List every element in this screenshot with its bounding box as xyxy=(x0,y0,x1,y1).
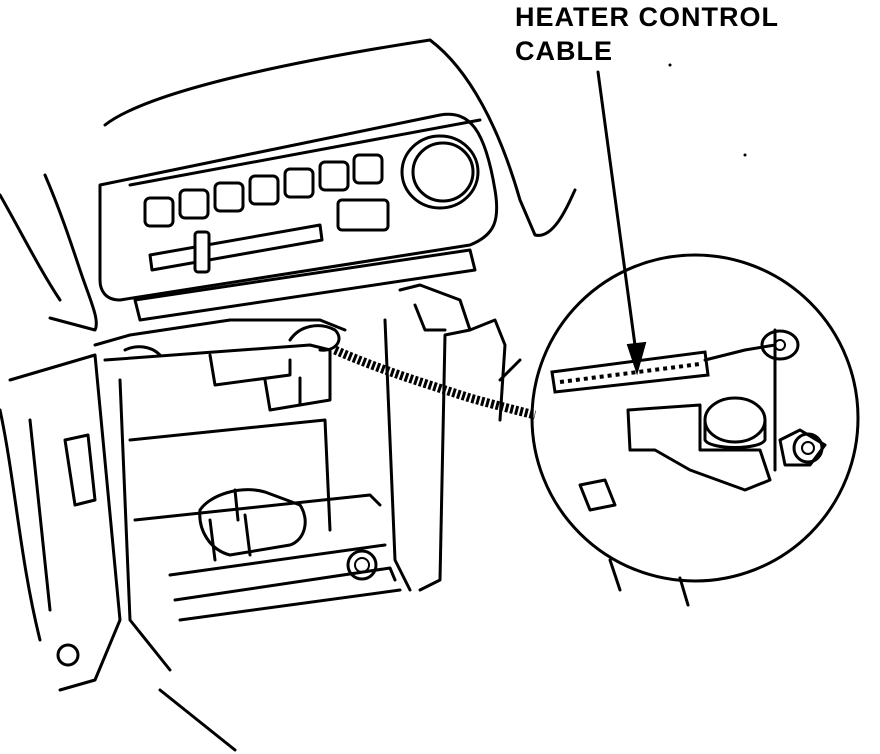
button-1 xyxy=(143,196,175,228)
slider-lever xyxy=(193,230,211,274)
temperature-slider xyxy=(148,223,324,272)
dash-left-edge xyxy=(43,173,98,332)
button-5 xyxy=(283,167,315,199)
floor-edge-line xyxy=(158,688,237,752)
rotary-knob xyxy=(400,134,480,210)
callout-line-2: CABLE xyxy=(515,36,613,66)
bolt xyxy=(346,549,378,581)
heater-valve-lever xyxy=(626,403,772,492)
button-2 xyxy=(178,188,210,220)
center-console xyxy=(56,283,522,672)
cable-routing xyxy=(333,345,537,420)
button-3 xyxy=(213,181,245,213)
button-6 xyxy=(318,160,350,192)
heater-control-cable-label: HEATER CONTROL CABLE xyxy=(515,0,779,68)
callout-line-1: HEATER CONTROL xyxy=(515,2,779,32)
button-4 xyxy=(248,174,280,206)
heater-cable-sheath xyxy=(550,350,710,394)
blower-housing xyxy=(198,488,307,557)
cable-end-clip xyxy=(760,329,800,361)
bolt-lower-left xyxy=(56,643,80,667)
dash-left-curve xyxy=(0,193,62,302)
left-side-panel xyxy=(0,353,122,692)
callout-leader-arrow xyxy=(596,70,647,376)
climate-control-panel xyxy=(98,112,499,322)
button-wide xyxy=(336,198,390,232)
detail-inset xyxy=(530,253,860,607)
bracket-bolt xyxy=(792,432,824,464)
dash-upper-shell xyxy=(103,38,577,237)
button-7 xyxy=(352,153,384,185)
